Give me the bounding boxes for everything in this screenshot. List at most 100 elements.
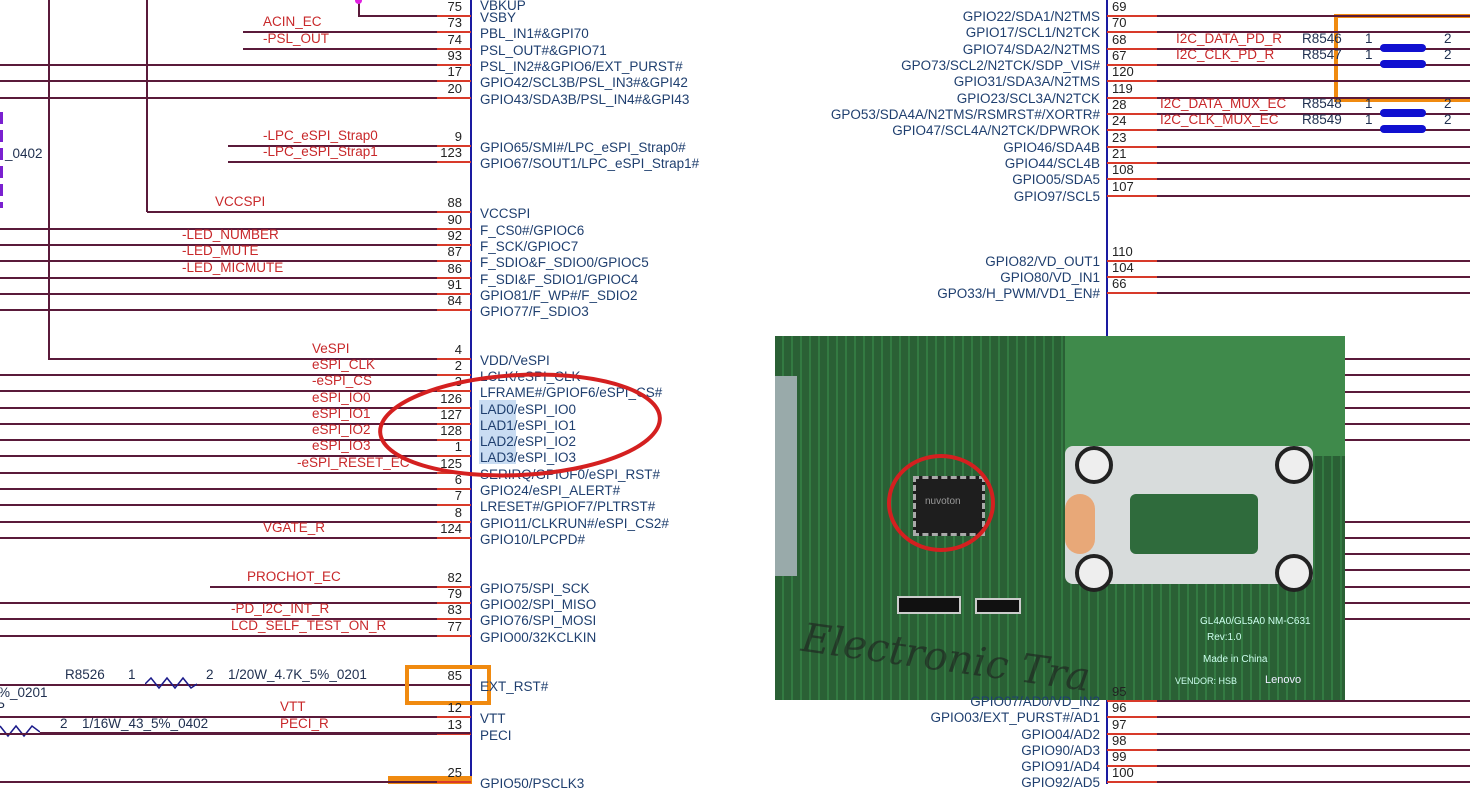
pin-wire [1107,80,1470,82]
pin-number: 92 [447,228,462,243]
pin-wire [147,211,471,213]
pin-wire [0,407,471,409]
component-partial [0,112,3,208]
net-label: ACIN_EC [263,14,322,29]
pin-wire [1345,569,1470,571]
pin-wire [1345,423,1470,425]
pin-number: 70 [1112,15,1127,30]
pin-number: 100 [1112,765,1134,780]
pin-number: 4 [454,342,462,357]
ext-rst-wire [0,684,471,686]
board-rev-text: Rev:1.0 [1207,632,1242,643]
pin-name-partial: VBKUP [480,0,526,13]
pin-wire [48,358,471,360]
net-label: -PSL_OUT [263,31,330,46]
pin-wire [1107,733,1470,735]
net-label: eSPI_IO2 [312,422,371,437]
espi-highlight-ellipse [378,372,662,478]
resistor-body [1380,44,1426,52]
pin-name: GPIO75/SPI_SCK [480,581,590,596]
pin-number: 9 [454,129,462,144]
pin-name: GPIO31/SDA3A/N2TMS [953,74,1100,89]
pin-number: 110 [1112,244,1133,259]
pin-wire [1107,129,1470,131]
net-label: VCCSPI [215,194,266,209]
pin-name: GPIO00/32KCLKIN [480,630,597,645]
pin-name: LAD2/eSPI_IO2 [480,434,577,449]
pin-name: GPIO02/SPI_MISO [480,597,597,612]
pin-number: 25 [447,765,462,780]
pin-name: F_SDI&F_SDIO1/GPIOC4 [480,272,639,287]
net-label: PROCHOT_EC [247,569,341,584]
pin-number: 12 [447,700,462,715]
pin-wire [0,521,471,523]
pin-name: GPIO07/AD0/VD_IN2 [970,694,1100,709]
ext-rst-highlight-box [405,665,491,705]
pin-name: PSL_IN2#&GPIO6/EXT_PURST# [480,59,683,74]
net-label: I2C_DATA_MUX_EC [1160,96,1287,111]
net-label: -LPC_eSPI_Strap0 [263,128,378,143]
pin-number: 95 [1112,684,1127,699]
pin-wire [1345,521,1470,523]
pin-name: VDD/VeSPI [480,353,550,368]
pin-name: LAD3/eSPI_IO3 [480,450,577,465]
lad-text-highlight [479,400,516,464]
resistor-pin2: 2 [1444,47,1452,62]
board-brand-text: Lenovo [1265,674,1302,686]
pin-wire [0,423,471,425]
net-label: LCD_SELF_TEST_ON_R [231,618,387,633]
pin-number: 17 [447,64,462,79]
pin-name: GPIO04/AD2 [1021,727,1100,742]
pin-number: 68 [1112,32,1127,47]
pin-wire [1107,15,1470,17]
pin-wire [0,80,471,82]
pin-name: VSBY [480,10,517,25]
pin-name: LAD1/eSPI_IO1 [480,418,577,433]
pin-number: 88 [447,195,462,210]
net-label: -LED_MICMUTE [182,260,284,275]
pin-wire [0,309,471,311]
pin-wire [228,145,471,147]
resistor-pin1: 1 [1365,96,1373,111]
pin-name: LRESET#/GPIOF7/PLTRST# [480,499,656,514]
pin-wire [1107,276,1470,278]
pin-wire [0,64,471,66]
pin-wire [1345,602,1470,604]
pin-number: 87 [447,244,462,259]
pin-name: GPIO76/SPI_MOSI [480,613,597,628]
pin-wire [0,781,471,783]
resistor-pin1: 1 [1365,47,1373,62]
net-label: eSPI_CLK [312,357,376,372]
pin-wire [1345,358,1470,360]
pin-wire [228,161,471,163]
resistor-value-partial: %_0201 [0,685,48,700]
pin-wire [1107,178,1470,180]
net-label: -LED_MUTE [182,243,259,258]
pin-name: GPIO05/SDA5 [1012,172,1100,187]
ec-chip-right-edge-lower [1106,700,1108,784]
pin-name: GPIO81/F_WP#/F_SDIO2 [480,288,638,303]
pin-number: 120 [1112,64,1134,79]
pin-number: 67 [1112,48,1127,63]
cpu-die-area [1130,494,1258,554]
resistor-body [1380,109,1426,117]
net-label: -LPC_eSPI_Strap1 [263,144,378,159]
pin-number: 7 [454,488,462,503]
pin-name: SERIRQ/GPIOF0/eSPI_RST# [480,467,661,482]
motherboard-photo: nuvoton GL4A0/GL5A0 NM-C631 Rev:1.0 Made… [775,336,1345,700]
net-label: -LED_NUMBER [182,227,279,242]
pin-name: LFRAME#/GPIOF6/eSPI_CS# [480,385,663,400]
pin-number: 79 [447,586,462,601]
resistor-pin1: 1 [128,667,136,682]
pin-name: GPIO17/SCL1/N2TCK [965,25,1100,40]
ec-chip-circle [887,454,995,552]
ec-chip-right-edge [1106,0,1108,336]
resistor-value-partial: P [0,700,6,715]
pin-name: GPIO22/SDA1/N2TMS [962,9,1100,24]
vccspi-vertical-wire [146,0,148,212]
pin-wire [0,277,471,279]
pin-wire [1107,162,1470,164]
pin-wire [0,260,471,262]
pin-name: GPIO80/VD_IN1 [1000,270,1100,285]
resistor-value: 1/16W_43_5%_0402 [82,716,209,731]
